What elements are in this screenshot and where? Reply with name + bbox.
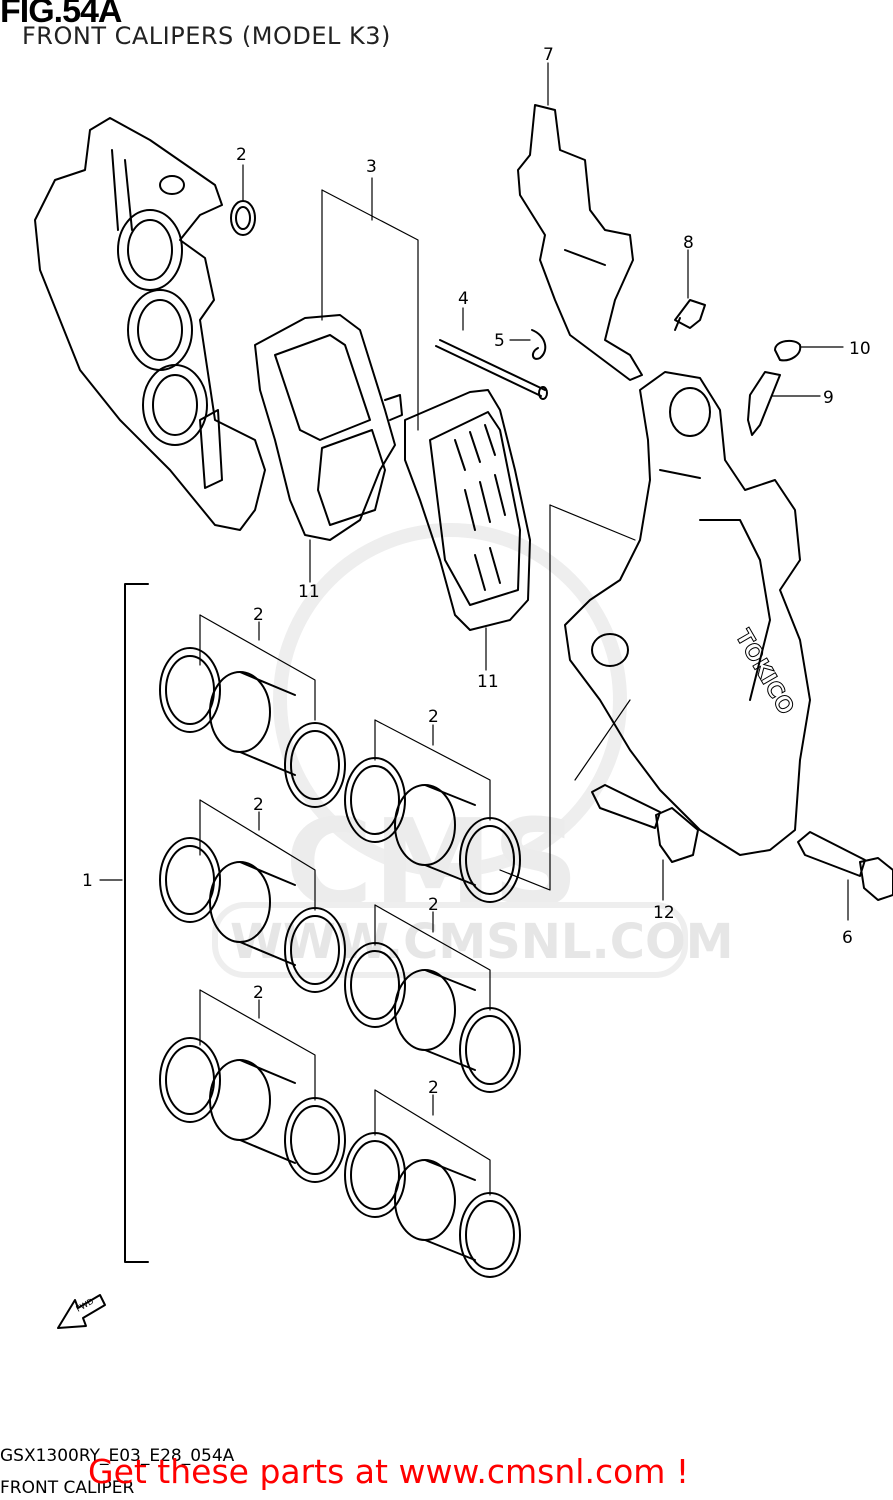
callout-2: 2 xyxy=(428,895,439,915)
callout-2: 2 xyxy=(236,145,247,165)
callout-11: 11 xyxy=(298,582,320,602)
figure-title: FIG.54A xyxy=(0,0,122,30)
leader-lines xyxy=(99,62,849,1196)
brake-pad-right xyxy=(404,389,531,631)
fwd-label: FWD xyxy=(75,1297,96,1314)
callout-2: 2 xyxy=(253,983,264,1003)
callout-2: 2 xyxy=(428,707,439,727)
mounting-bolt-12 xyxy=(591,784,699,863)
callout-2: 2 xyxy=(253,795,264,815)
callout-labels: 1 2 2 2 2 2 2 2 3 4 5 6 7 8 9 10 11 11 1… xyxy=(82,45,871,1098)
caliper-inner-half xyxy=(564,371,811,856)
callout-3: 3 xyxy=(366,157,377,177)
callout-9: 9 xyxy=(823,388,834,408)
pin-clip xyxy=(531,329,547,360)
model-code: GSX1300RY_E03_E28_054A xyxy=(0,1446,235,1466)
fwd-arrow xyxy=(57,1294,106,1329)
bleeder-parts xyxy=(674,299,802,436)
caliper-brand: TOKICO xyxy=(730,626,799,720)
mounting-bolt-6 xyxy=(797,831,893,901)
watermark-emblem xyxy=(273,523,627,877)
caliper-outer-half xyxy=(34,117,266,531)
callout-10: 10 xyxy=(849,339,871,359)
pad-pin xyxy=(435,339,548,400)
callout-4: 4 xyxy=(458,289,469,309)
piston-set-3 xyxy=(159,1037,346,1183)
figure-subtitle: FRONT CALIPERS (MODEL K3) xyxy=(22,22,391,50)
callout-8: 8 xyxy=(683,233,694,253)
figure-caption: FRONT CALIPER xyxy=(0,1478,135,1498)
piston-set-6 xyxy=(344,1132,521,1278)
callout-12: 12 xyxy=(653,903,675,923)
callout-7: 7 xyxy=(543,45,554,65)
kit-bracket xyxy=(124,583,149,1263)
callout-6: 6 xyxy=(842,928,853,948)
watermark: CMS WWW.CMSNL.COM xyxy=(212,523,734,978)
callout-11: 11 xyxy=(477,672,499,692)
pad-bracket xyxy=(517,104,643,381)
piston-set-1 xyxy=(159,647,346,808)
watermark-banner xyxy=(212,902,688,978)
brake-pad-left xyxy=(254,314,403,541)
small-seal xyxy=(230,200,256,236)
watermark-url: WWW.CMSNL.COM xyxy=(230,914,734,970)
promo-link[interactable]: Get these parts at www.cmsnl.com ! xyxy=(88,1452,690,1491)
callout-2: 2 xyxy=(428,1078,439,1098)
callout-5: 5 xyxy=(494,331,505,351)
callout-1: 1 xyxy=(82,871,93,891)
callout-2: 2 xyxy=(253,605,264,625)
